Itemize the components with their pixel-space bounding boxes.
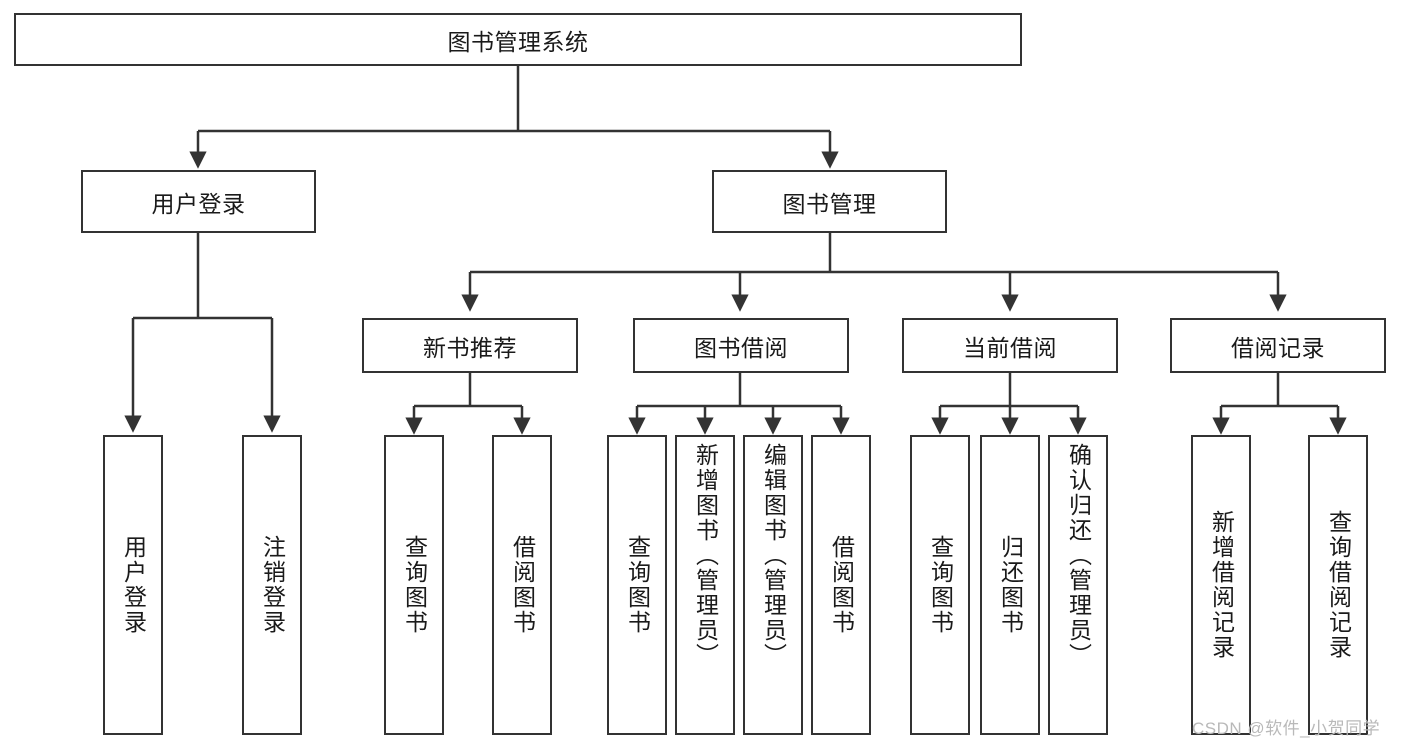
node-label: 当前借阅 <box>963 334 1057 361</box>
node-leaf-query-book-borrow[interactable]: 查询图书 <box>607 435 667 735</box>
node-label: 借阅记录 <box>1231 334 1325 361</box>
node-leaf-return-book[interactable]: 归还图书 <box>980 435 1040 735</box>
node-leaf-borrow-book[interactable]: 借阅图书 <box>811 435 871 735</box>
node-borrow-record[interactable]: 借阅记录 <box>1170 318 1386 373</box>
node-leaf-borrow-book-recommend[interactable]: 借阅图书 <box>492 435 552 735</box>
node-label: 借阅图书 <box>509 535 536 635</box>
node-label: 注销登录 <box>259 535 286 635</box>
node-book-borrow[interactable]: 图书借阅 <box>633 318 849 373</box>
node-label: 查询图书 <box>401 535 428 635</box>
node-current-borrow[interactable]: 当前借阅 <box>902 318 1118 373</box>
node-label: 查询图书 <box>624 535 651 635</box>
node-label: 查询图书 <box>927 535 954 635</box>
node-leaf-query-book-recommend[interactable]: 查询图书 <box>384 435 444 735</box>
node-leaf-edit-book-admin[interactable]: 编辑图书（管理员） <box>743 435 803 735</box>
node-leaf-confirm-return-admin[interactable]: 确认归还（管理员） <box>1048 435 1108 735</box>
node-root-book-management-system[interactable]: 图书管理系统 <box>14 13 1022 66</box>
node-label: 用户登录 <box>151 190 246 217</box>
node-label: 归还图书 <box>997 535 1024 635</box>
node-label: 新增图书（管理员） <box>692 443 719 668</box>
node-label: 新书推荐 <box>423 334 517 361</box>
node-label: 用户登录 <box>120 535 147 635</box>
node-label: 图书管理 <box>782 190 877 217</box>
node-book-management[interactable]: 图书管理 <box>712 170 947 233</box>
node-leaf-add-borrow-record[interactable]: 新增借阅记录 <box>1191 435 1251 735</box>
node-leaf-add-book-admin[interactable]: 新增图书（管理员） <box>675 435 735 735</box>
node-new-book-recommend[interactable]: 新书推荐 <box>362 318 578 373</box>
node-leaf-query-book-current[interactable]: 查询图书 <box>910 435 970 735</box>
node-leaf-user-login[interactable]: 用户登录 <box>103 435 163 735</box>
node-leaf-logout[interactable]: 注销登录 <box>242 435 302 735</box>
watermark-text: CSDN @软件_小贺同学 <box>1192 719 1381 738</box>
node-label: 查询借阅记录 <box>1325 510 1352 660</box>
node-user-login[interactable]: 用户登录 <box>81 170 316 233</box>
node-label: 编辑图书（管理员） <box>760 443 787 668</box>
node-label: 新增借阅记录 <box>1208 510 1235 660</box>
node-label: 确认归还（管理员） <box>1065 443 1092 668</box>
node-label: 借阅图书 <box>828 535 855 635</box>
node-label: 图书借阅 <box>694 334 788 361</box>
node-leaf-query-borrow-record[interactable]: 查询借阅记录 <box>1308 435 1368 735</box>
node-label: 图书管理系统 <box>447 28 589 55</box>
